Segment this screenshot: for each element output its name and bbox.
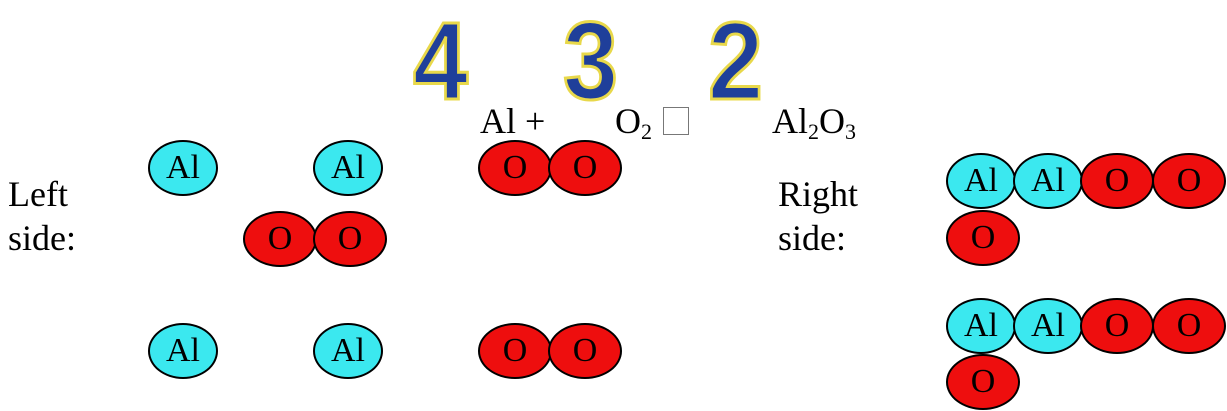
coefficient-al: 4	[412, 0, 470, 123]
coefficient-product: 2	[707, 0, 765, 123]
atom-o: O	[1080, 153, 1154, 209]
atom-al: Al	[313, 323, 383, 379]
atom-o: O	[1152, 153, 1226, 209]
atom-al: Al	[148, 323, 218, 379]
atom-o: O	[313, 211, 387, 267]
atom-o: O	[478, 140, 552, 196]
atom-al: Al	[148, 140, 218, 196]
equation-reactant-o2: O2	[615, 101, 689, 152]
atom-al: Al	[1013, 298, 1083, 354]
atom-al: Al	[946, 153, 1016, 209]
atom-o: O	[946, 210, 1020, 266]
atom-o: O	[548, 323, 622, 379]
atom-o: O	[548, 140, 622, 196]
equation-reactant-al: Al +	[480, 101, 546, 141]
left-side-label: Left side:	[8, 174, 76, 258]
atom-al: Al	[946, 298, 1016, 354]
atom-al: Al	[313, 140, 383, 196]
equation-product-al2o3: Al2O3	[772, 101, 856, 144]
atom-o: O	[1080, 298, 1154, 354]
coefficient-o2: 3	[562, 0, 620, 123]
atom-o: O	[478, 323, 552, 379]
atom-al: Al	[1013, 153, 1083, 209]
atom-o: O	[243, 211, 317, 267]
atom-o: O	[1152, 298, 1226, 354]
right-side-label: Right side:	[778, 174, 859, 258]
arrow-placeholder-icon	[663, 107, 689, 135]
atom-o: O	[946, 354, 1020, 410]
